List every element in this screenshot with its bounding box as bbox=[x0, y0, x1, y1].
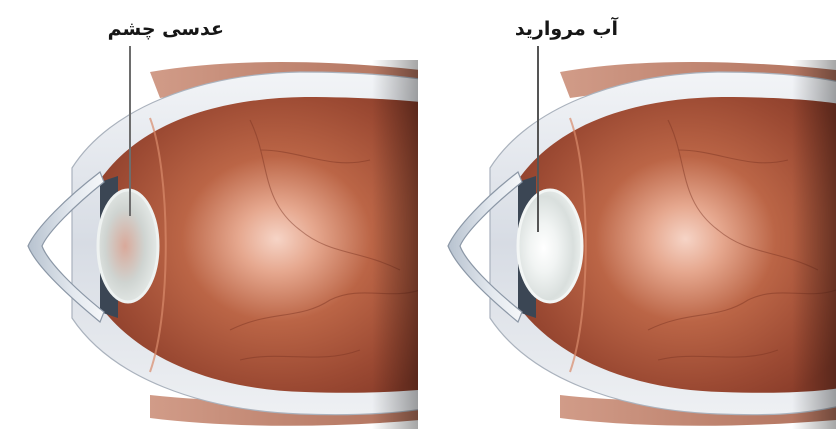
cloudy-lens bbox=[518, 190, 582, 302]
eye-lens-label: عدسی چشم bbox=[34, 18, 224, 40]
panel-divider bbox=[418, 0, 424, 429]
cataract-eye-panel bbox=[448, 46, 836, 429]
cataract-label: آب مروارید bbox=[436, 18, 618, 40]
normal-eye-panel bbox=[28, 46, 440, 429]
clear-lens bbox=[98, 190, 158, 302]
